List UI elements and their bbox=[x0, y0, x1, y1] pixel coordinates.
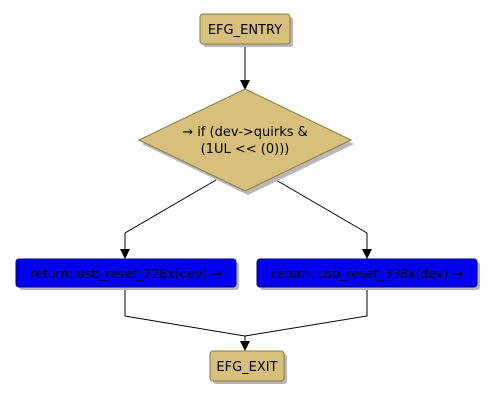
exit-label: EFG_EXIT bbox=[216, 360, 277, 375]
condition-line-1: → if (dev->quirks & bbox=[182, 125, 308, 140]
right-action-node[interactable]: return: usb_reset_338x(dev) → bbox=[256, 258, 480, 290]
edge-condition-to-right-diag bbox=[275, 179, 368, 234]
edge-left-to-exit bbox=[124, 289, 250, 351]
edge-condition-to-left-diag bbox=[124, 179, 217, 234]
left-action-label: return: usb_reset_228x(dev) → bbox=[30, 266, 221, 281]
edges bbox=[120, 46, 372, 351]
entry-label: EFG_ENTRY bbox=[208, 23, 282, 38]
entry-box bbox=[199, 13, 291, 45]
left-action-node[interactable]: return: usb_reset_228x(dev) → bbox=[15, 258, 239, 290]
condition-diamond bbox=[137, 88, 353, 192]
condition-line-2: (1UL << (0))) bbox=[201, 142, 290, 157]
exit-box bbox=[209, 350, 285, 382]
right-action-label: return: usb_reset_338x(dev) → bbox=[271, 266, 462, 281]
edge-right-to-exit bbox=[244, 289, 368, 337]
right-action-box bbox=[256, 258, 478, 288]
left-action-box bbox=[15, 258, 237, 288]
exit-node[interactable]: EFG_EXIT bbox=[209, 350, 287, 384]
entry-node[interactable]: EFG_ENTRY bbox=[199, 13, 293, 47]
condition-node[interactable]: → if (dev->quirks & (1UL << (0))) bbox=[137, 88, 354, 195]
